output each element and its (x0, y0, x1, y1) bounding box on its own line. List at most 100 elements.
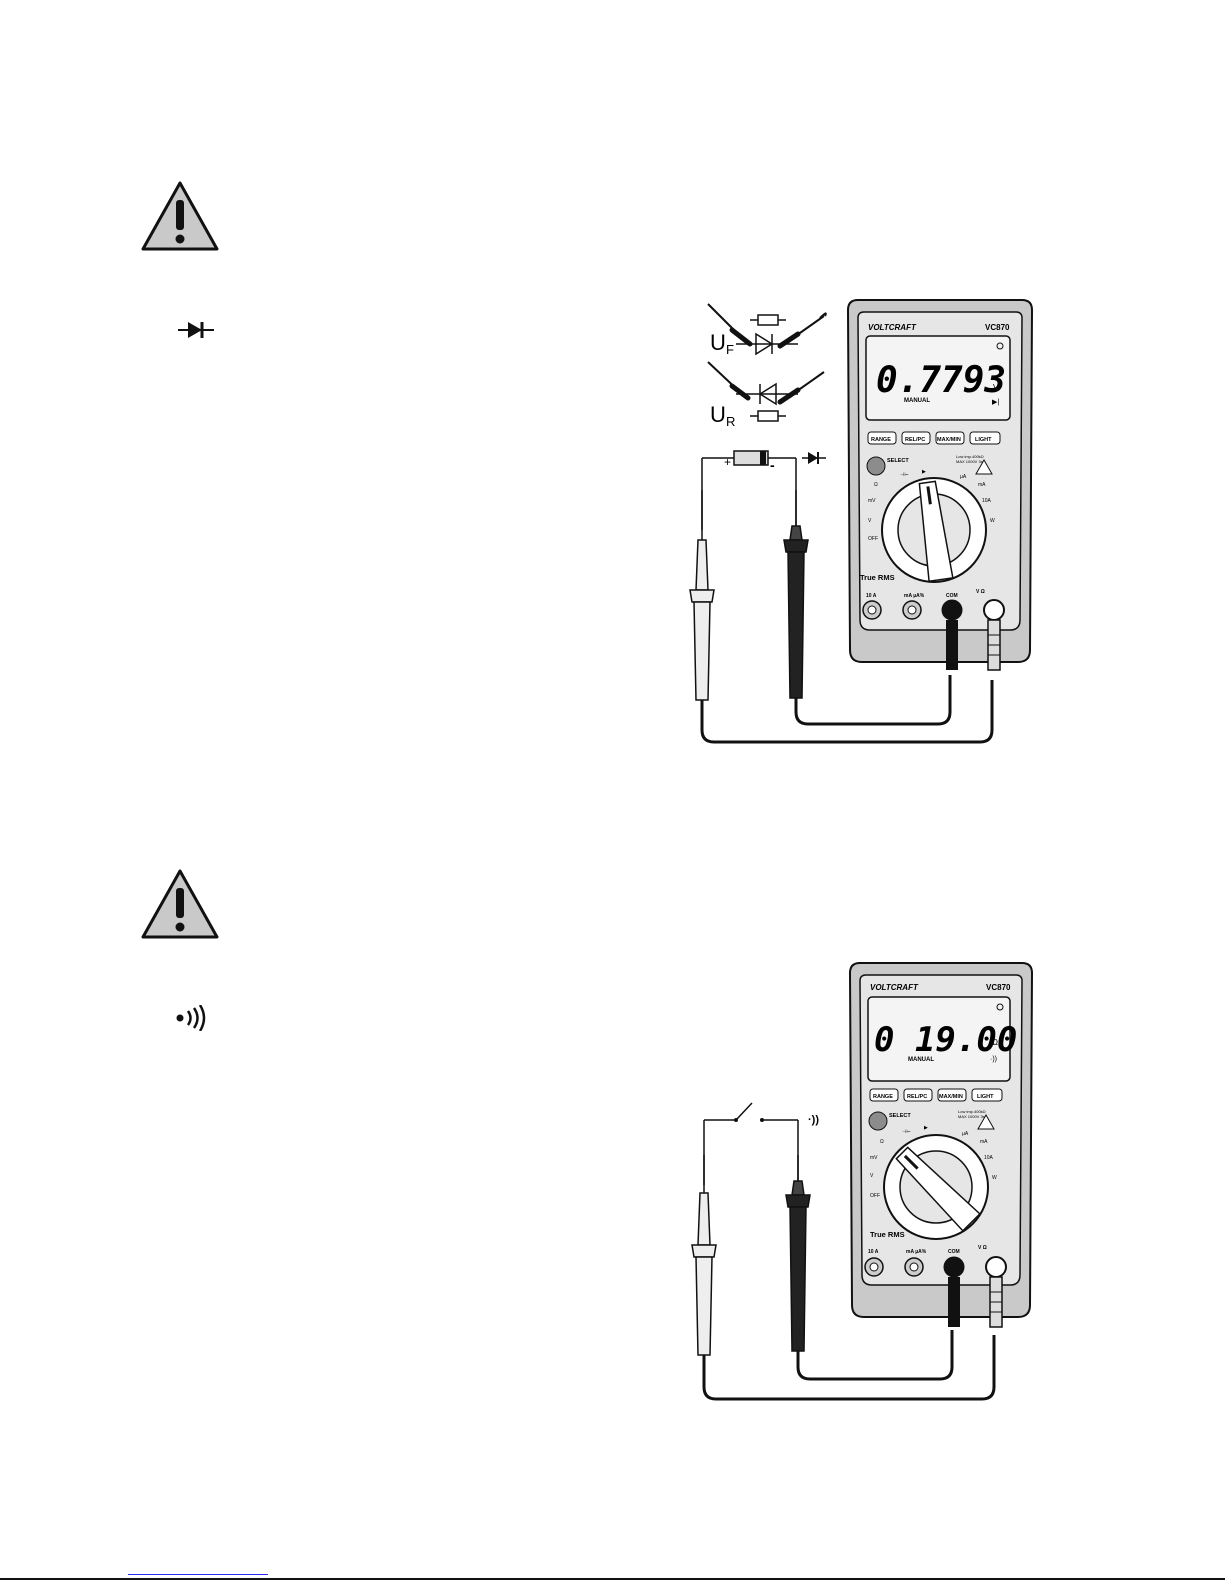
red-test-probe (691, 1155, 996, 1401)
ur-subscript: R (726, 414, 735, 429)
diode-test-diagram: U F U R + - (689, 299, 1034, 744)
black-test-probe (785, 1155, 954, 1381)
lowimp-label: Low imp.400kΩ (956, 454, 984, 459)
footer-rule (0, 1578, 1225, 1580)
jack-v[interactable] (985, 1256, 1007, 1278)
range-button[interactable] (869, 1088, 899, 1102)
lcd-mode: MANUAL (904, 398, 930, 404)
minus-label: - (770, 457, 775, 473)
maxmin-button[interactable] (935, 431, 965, 445)
uf-label: U (710, 330, 726, 355)
select-button[interactable] (868, 1111, 888, 1131)
dial-cap: ⊣⊢ (900, 471, 909, 478)
dial-w: W (992, 1175, 997, 1181)
dial-10a: 10A (984, 1155, 994, 1161)
continuity-mark-icon: ·)) (808, 1114, 819, 1126)
jack-v-label: V Ω (978, 1245, 987, 1251)
dial-ua: µA (960, 474, 967, 480)
dial-w: W (990, 518, 995, 524)
lcd-mode-symbol: ·)) (990, 1056, 997, 1063)
jack-ma-label: mA µA% (906, 1249, 927, 1255)
model-label: VC870 (986, 983, 1011, 992)
plus-label: + (724, 455, 731, 469)
select-button[interactable] (866, 456, 886, 476)
brand-label: VOLTCRAFT (868, 323, 917, 332)
select-label: SELECT (887, 458, 909, 464)
rel-button-label: REL/PC (907, 1094, 927, 1100)
dial-10a: 10A (982, 498, 992, 504)
maxmin-button-label: MAX/MIN (939, 1094, 963, 1100)
light-button[interactable] (969, 431, 1001, 445)
dial-diode: ▶ (922, 469, 926, 475)
max-voltage-label: MAX 1000V 3s (958, 1114, 985, 1119)
max-voltage-label: MAX 1000V 3s (956, 459, 983, 464)
rel-button[interactable] (901, 431, 931, 445)
range-button-label: RANGE (871, 437, 891, 443)
dial-off: OFF (868, 536, 878, 542)
maxmin-button[interactable] (937, 1088, 967, 1102)
range-button[interactable] (867, 431, 897, 445)
light-button-label: LIGHT (975, 437, 992, 443)
diode-under-test: + - (701, 450, 826, 530)
dial-ma: mA (980, 1139, 988, 1145)
power-icon (996, 1003, 1004, 1011)
light-button[interactable] (971, 1088, 1003, 1102)
power-icon (996, 342, 1004, 350)
lcd-display (865, 335, 1011, 421)
switch-under-test: ·)) (703, 1102, 819, 1185)
lcd-reading: 0.7793 (876, 360, 1006, 401)
dial-v: V (870, 1173, 874, 1179)
range-button-label: RANGE (873, 1094, 893, 1100)
red-test-probe (689, 490, 994, 744)
ur-label: U (710, 402, 726, 427)
rel-button-label: REL/PC (905, 437, 925, 443)
light-button-label: LIGHT (977, 1094, 994, 1100)
rel-button[interactable] (903, 1088, 933, 1102)
dial-off: OFF (870, 1193, 880, 1199)
footer-link-underline (128, 1574, 268, 1575)
warning-triangle-icon (141, 869, 219, 939)
dial-ohm: Ω (874, 482, 878, 488)
lcd-unit: Ω (992, 1038, 998, 1047)
lcd-unit: V (993, 383, 999, 392)
dial-ohm: Ω (880, 1139, 884, 1145)
jack-com-label: COM (946, 593, 958, 599)
reverse-bias-sketch: U R (707, 361, 825, 429)
multimeter-bottom: VOLTCRAFT VC870 0 19.00 Ω MANUAL ·)) RAN… (848, 962, 1034, 1328)
dial-ua: µA (962, 1131, 969, 1137)
diode-symbol-icon (178, 322, 214, 338)
continuity-test-diagram: ·)) VOLTCRAFT VC870 0 19.00 Ω MANUAL ·))… (691, 962, 1034, 1401)
forward-bias-sketch: U F (707, 303, 827, 357)
uf-subscript: F (726, 342, 734, 357)
jack-com-label: COM (948, 1249, 960, 1255)
maxmin-button-label: MAX/MIN (937, 437, 961, 443)
dial-diode: ▶ (924, 1125, 928, 1131)
jack-10a-label: 10 A (866, 593, 877, 599)
jack-com[interactable] (941, 599, 963, 621)
warning-small-icon (975, 458, 993, 475)
diode-mark-icon (802, 452, 826, 464)
warning-small-icon (977, 1113, 995, 1130)
multimeter-top: VOLTCRAFT VC870 0.7793 V MANUAL ▶| RANGE… (846, 299, 1034, 671)
jack-ma-label: mA µA% (904, 593, 925, 599)
select-label: SELECT (889, 1113, 911, 1119)
jack-v-label: V Ω (976, 589, 985, 595)
jack-com[interactable] (943, 1256, 965, 1278)
jack-10a-label: 10 A (868, 1249, 879, 1255)
model-label: VC870 (985, 323, 1010, 332)
lcd-reading: 0 19.00 (874, 1020, 1017, 1060)
dial-mv: mV (868, 498, 876, 504)
brand-label: VOLTCRAFT (870, 983, 919, 992)
dial-mv: mV (870, 1155, 878, 1161)
lcd-display (867, 996, 1011, 1082)
dial-v: V (868, 518, 872, 524)
lcd-mode-symbol: ▶| (992, 399, 999, 406)
dial-ma: mA (978, 482, 986, 488)
jack-v[interactable] (983, 599, 1005, 621)
black-test-probe (783, 490, 952, 726)
dial-cap: ⊣⊢ (902, 1128, 911, 1135)
continuity-sound-icon (176, 1005, 206, 1031)
warning-triangle-icon (141, 181, 219, 251)
lcd-mode: MANUAL (908, 1057, 934, 1063)
lowimp-label: Low imp.400kΩ (958, 1109, 986, 1114)
